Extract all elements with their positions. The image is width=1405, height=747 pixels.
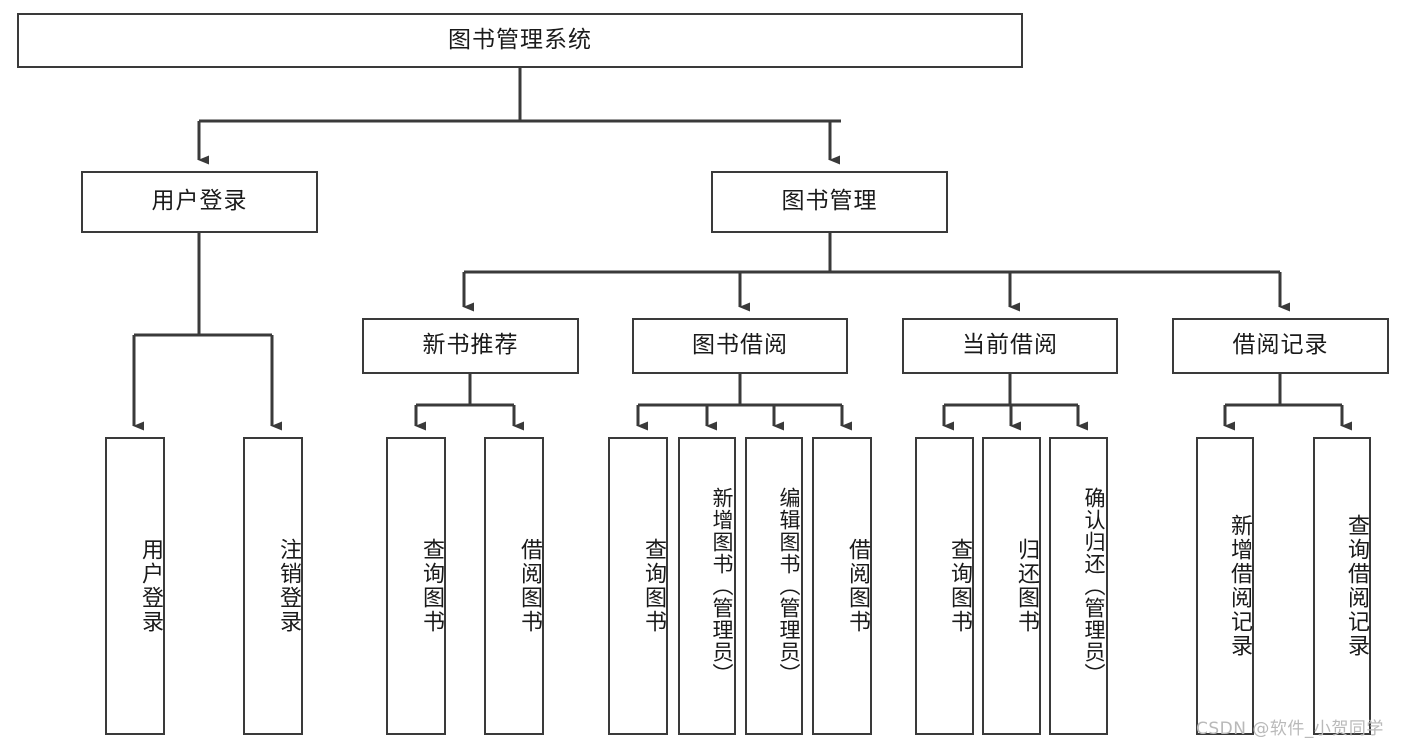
node-book-manage[interactable]: 图书管理 [711,171,948,233]
node-leaf-query-book-2[interactable]: 查询图书 [608,437,668,735]
node-leaf-add-book[interactable]: 新增图书（管理员） [678,437,736,735]
node-leaf-query-record[interactable]: 查询借阅记录 [1313,437,1371,735]
node-leaf-user-login[interactable]: 用户登录 [105,437,165,735]
node-root[interactable]: 图书管理系统 [17,13,1023,68]
node-leaf-borrow-book-1[interactable]: 借阅图书 [484,437,544,735]
node-leaf-edit-book[interactable]: 编辑图书（管理员） [745,437,803,735]
node-leaf-query-book-1[interactable]: 查询图书 [386,437,446,735]
node-leaf-user-logout[interactable]: 注销登录 [243,437,303,735]
node-leaf-borrow-book-2[interactable]: 借阅图书 [812,437,872,735]
node-leaf-confirm-return[interactable]: 确认归还（管理员） [1049,437,1108,735]
node-leaf-add-record[interactable]: 新增借阅记录 [1196,437,1254,735]
node-user-login[interactable]: 用户登录 [81,171,318,233]
node-leaf-return-book[interactable]: 归还图书 [982,437,1041,735]
node-leaf-query-book-3[interactable]: 查询图书 [915,437,974,735]
node-current-borrow[interactable]: 当前借阅 [902,318,1118,374]
csdn-watermark: CSDN @软件_小贺同学 [1196,719,1384,739]
node-book-borrow[interactable]: 图书借阅 [632,318,848,374]
node-new-book-recommend[interactable]: 新书推荐 [362,318,579,374]
node-borrow-record[interactable]: 借阅记录 [1172,318,1389,374]
